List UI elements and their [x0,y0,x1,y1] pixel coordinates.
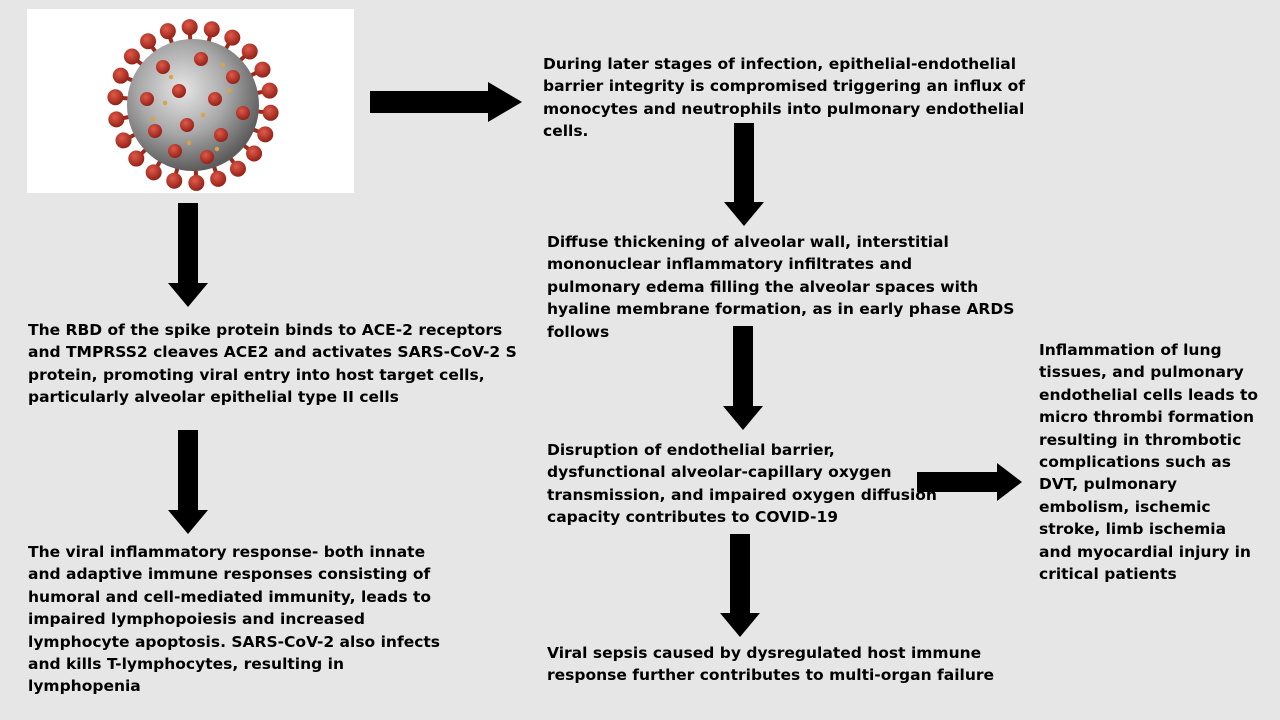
surface-dot [168,74,174,80]
thrombi-formation-text: Inflammation of lung tissues, and pulmon… [1039,341,1259,584]
spike-head [123,48,140,65]
spike-head [229,160,246,177]
spike-head [224,29,241,46]
spike-head [188,174,205,191]
barrier-compromise-text: During later stages of infection, epithe… [543,55,1026,141]
surface-dot [200,112,206,118]
spike-head [257,126,274,143]
spike-head [210,170,227,187]
spike-head [203,21,220,38]
spike-head [261,82,278,99]
spike-head [145,164,162,181]
viral-sepsis-text: Viral sepsis caused by dysregulated host… [547,644,995,685]
spike-head [115,132,132,149]
arrow-right-2 [917,463,1022,501]
surface-spike [168,144,182,158]
spike-head [166,172,183,189]
surface-spike [140,92,154,106]
spike-head [246,145,263,162]
spike-head [181,19,198,36]
arrow-down-2 [168,430,208,534]
surface-dot [226,88,232,94]
surface-spike [148,124,162,138]
surface-spike [226,70,240,84]
surface-spike [200,150,214,164]
surface-dot [150,116,156,122]
endothelial-disruption-text: Disruption of endothelial barrier, dysfu… [547,441,937,527]
surface-spike [180,118,194,132]
spike-head [128,150,145,167]
surface-spike [236,106,250,120]
surface-dot [186,140,192,146]
surface-dot [162,100,168,106]
arrow-down-1 [168,203,208,307]
immune-response-text: The viral inflammatory response- both in… [28,543,441,696]
spike-binding-text: The RBD of the spike protein binds to AC… [28,321,517,407]
spike-head [254,61,271,78]
surface-spike [156,60,170,74]
surface-spike [194,52,208,66]
arrow-down-3 [724,123,764,226]
spike-head [159,23,176,40]
spike-head [108,111,125,128]
coronavirus-illustration [107,19,279,191]
surface-spike [214,128,228,142]
surface-dot [220,62,226,68]
surface-dot [214,146,220,152]
spike-head [241,43,258,60]
arrow-down-5 [720,534,760,637]
spike-head [140,33,157,50]
spike-head [112,67,129,84]
arrow-right-1 [370,82,522,122]
surface-spike [172,84,186,98]
alveolar-thickening-text: Diffuse thickening of alveolar wall, int… [547,233,1015,341]
spike-head [107,89,124,106]
arrow-down-4 [723,326,763,430]
surface-spike [208,92,222,106]
spike-head [262,104,279,121]
virus-image [27,9,354,193]
